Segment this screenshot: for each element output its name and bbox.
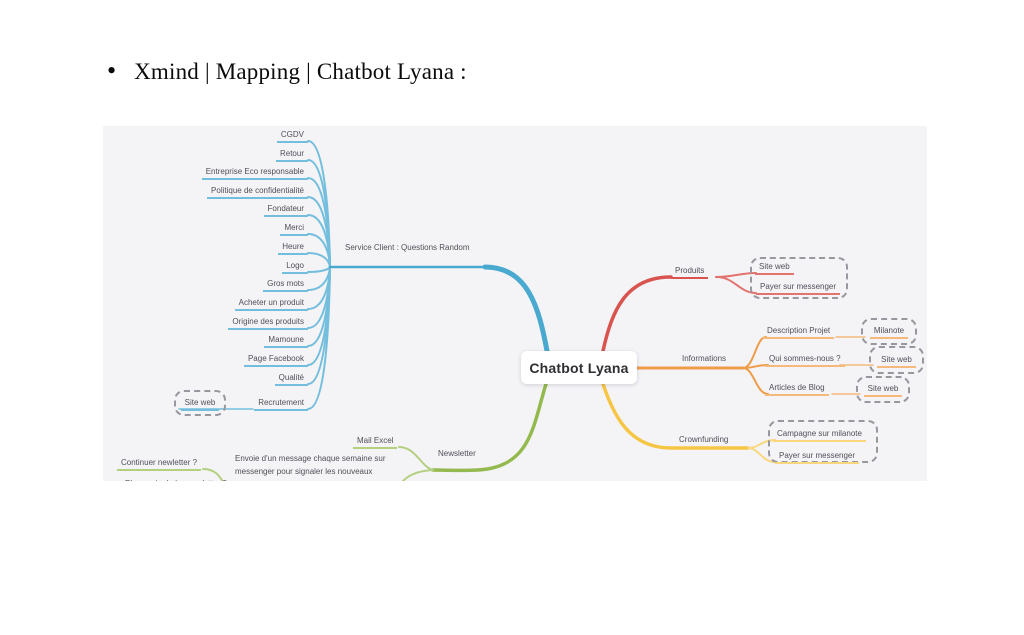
- topic-milanote: Milanote: [869, 324, 909, 339]
- topic-articles-blog: Articles de Blog: [765, 381, 829, 396]
- topic-mail-excel: Mail Excel: [353, 434, 398, 449]
- branch-newsletter: Newsletter: [438, 449, 476, 458]
- branch-produits: Produits: [671, 264, 709, 279]
- topic-payer-messenger-crownfunding: Payer sur messenger: [775, 449, 860, 464]
- topic-acheter-produit: Acheter un produit: [234, 296, 308, 311]
- topic-page-facebook: Page Facebook: [243, 352, 308, 367]
- topic-fondateur: Fondateur: [263, 202, 308, 217]
- topic-site-web-qui: Site web: [877, 353, 916, 368]
- topic-description-projet: Description Projet: [763, 324, 835, 339]
- bullet-marker: •: [107, 56, 117, 85]
- produits-group-box: [750, 257, 848, 299]
- topic-mamoune: Mamoune: [264, 333, 308, 348]
- topic-heure: Heure: [278, 240, 308, 255]
- branch-crownfunding: Crownfunding: [679, 435, 729, 444]
- topic-logo: Logo: [282, 259, 308, 274]
- topic-box-site-web-qui: Site web: [869, 346, 924, 374]
- topic-gros-mots: Gros mots: [263, 277, 308, 292]
- topic-payer-messenger-produits: Payer sur messenger: [756, 280, 841, 295]
- topic-site-web-blog: Site web: [863, 382, 903, 397]
- topic-merci: Merci: [280, 221, 308, 236]
- topic-qualite: Qualité: [274, 371, 308, 386]
- bullet-list-item: • Xmind | Mapping | Chatbot Lyana :: [107, 57, 467, 87]
- topic-newsletter-clipped: Plus envie de la newsletter ?: [121, 477, 231, 481]
- topic-box-site-web-recrutement: Site web: [174, 390, 226, 416]
- mindmap-image[interactable]: CGDV Retour Entreprise Eco responsable P…: [103, 126, 927, 481]
- topic-produits-site-web: Site web: [755, 260, 794, 275]
- topic-entreprise-eco: Entreprise Eco responsable: [201, 165, 308, 180]
- topic-retour: Retour: [275, 147, 308, 162]
- topic-politique-confidentialite: Politique de confidentialité: [207, 184, 308, 199]
- page-title: Xmind | Mapping | Chatbot Lyana :: [134, 59, 467, 84]
- central-topic: Chatbot Lyana: [521, 351, 637, 384]
- topic-box-site-web-blog: Site web: [856, 376, 910, 403]
- topic-box-milanote: Milanote: [861, 318, 917, 345]
- topic-newsletter-note: Envoie d'un message chaque semaine sur m…: [235, 454, 386, 481]
- topic-origine-produits: Origine des produits: [228, 315, 308, 330]
- topic-qui-sommes-nous: Qui sommes-nous ?: [765, 352, 845, 367]
- topic-cgdv: CGDV: [276, 128, 308, 143]
- topic-site-web-recrutement: Site web: [180, 396, 220, 411]
- topic-recrutement: Recrutement: [254, 396, 308, 411]
- topic-continuer-newsletter: Continuer newletter ?: [117, 456, 202, 471]
- branch-service-client: Service Client : Questions Random: [345, 243, 470, 252]
- branch-informations: Informations: [682, 354, 727, 363]
- topic-campagne-milanote: Campagne sur milanote: [773, 427, 866, 442]
